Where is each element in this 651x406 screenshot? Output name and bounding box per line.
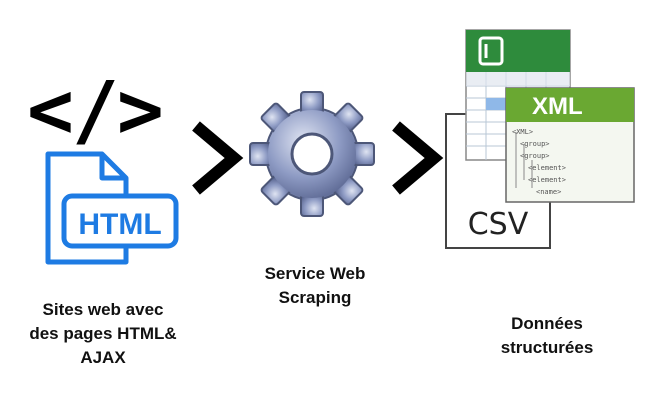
structured-data-icons: CSV XML <XML> <grou — [445, 29, 635, 249]
service-caption-line-1: Service Web — [264, 264, 366, 283]
service-caption: Service Web Scraping — [230, 262, 400, 310]
code-brackets-icon: </> — [27, 66, 164, 156]
output-caption: Données structurées — [462, 312, 632, 360]
xml-tree-line-4: <element> — [528, 164, 566, 172]
source-caption-line-3: AJAX — [80, 348, 126, 367]
source-caption-line-1: Sites web avec — [42, 300, 164, 319]
gear-icon — [249, 91, 375, 217]
xml-tree-line-6: <name> — [536, 188, 561, 196]
chevron-right-icon — [192, 121, 244, 195]
html-file-label: HTML — [78, 208, 161, 241]
chevron-right-icon — [392, 121, 444, 195]
output-caption-line-1: Données — [511, 314, 583, 333]
csv-file-label: CSV — [468, 207, 529, 242]
html-file-icon: HTML — [45, 151, 179, 265]
source-caption: Sites web avec des pages HTML& AJAX — [8, 298, 198, 370]
source-caption-line-2: des pages HTML& — [29, 324, 177, 343]
xml-tree-line-3: <group> — [520, 152, 550, 160]
xml-document-icon: XML <XML> <group> <group> <element> <ele… — [505, 87, 635, 203]
output-caption-line-2: structurées — [500, 338, 594, 357]
xml-tree-line-2: <group> — [520, 140, 550, 148]
xml-tree-line-5: <element> — [528, 176, 566, 184]
xml-tree-line-1: <XML> — [512, 128, 533, 136]
xml-label: XML — [532, 93, 583, 120]
service-caption-line-2: Scraping — [278, 288, 352, 307]
